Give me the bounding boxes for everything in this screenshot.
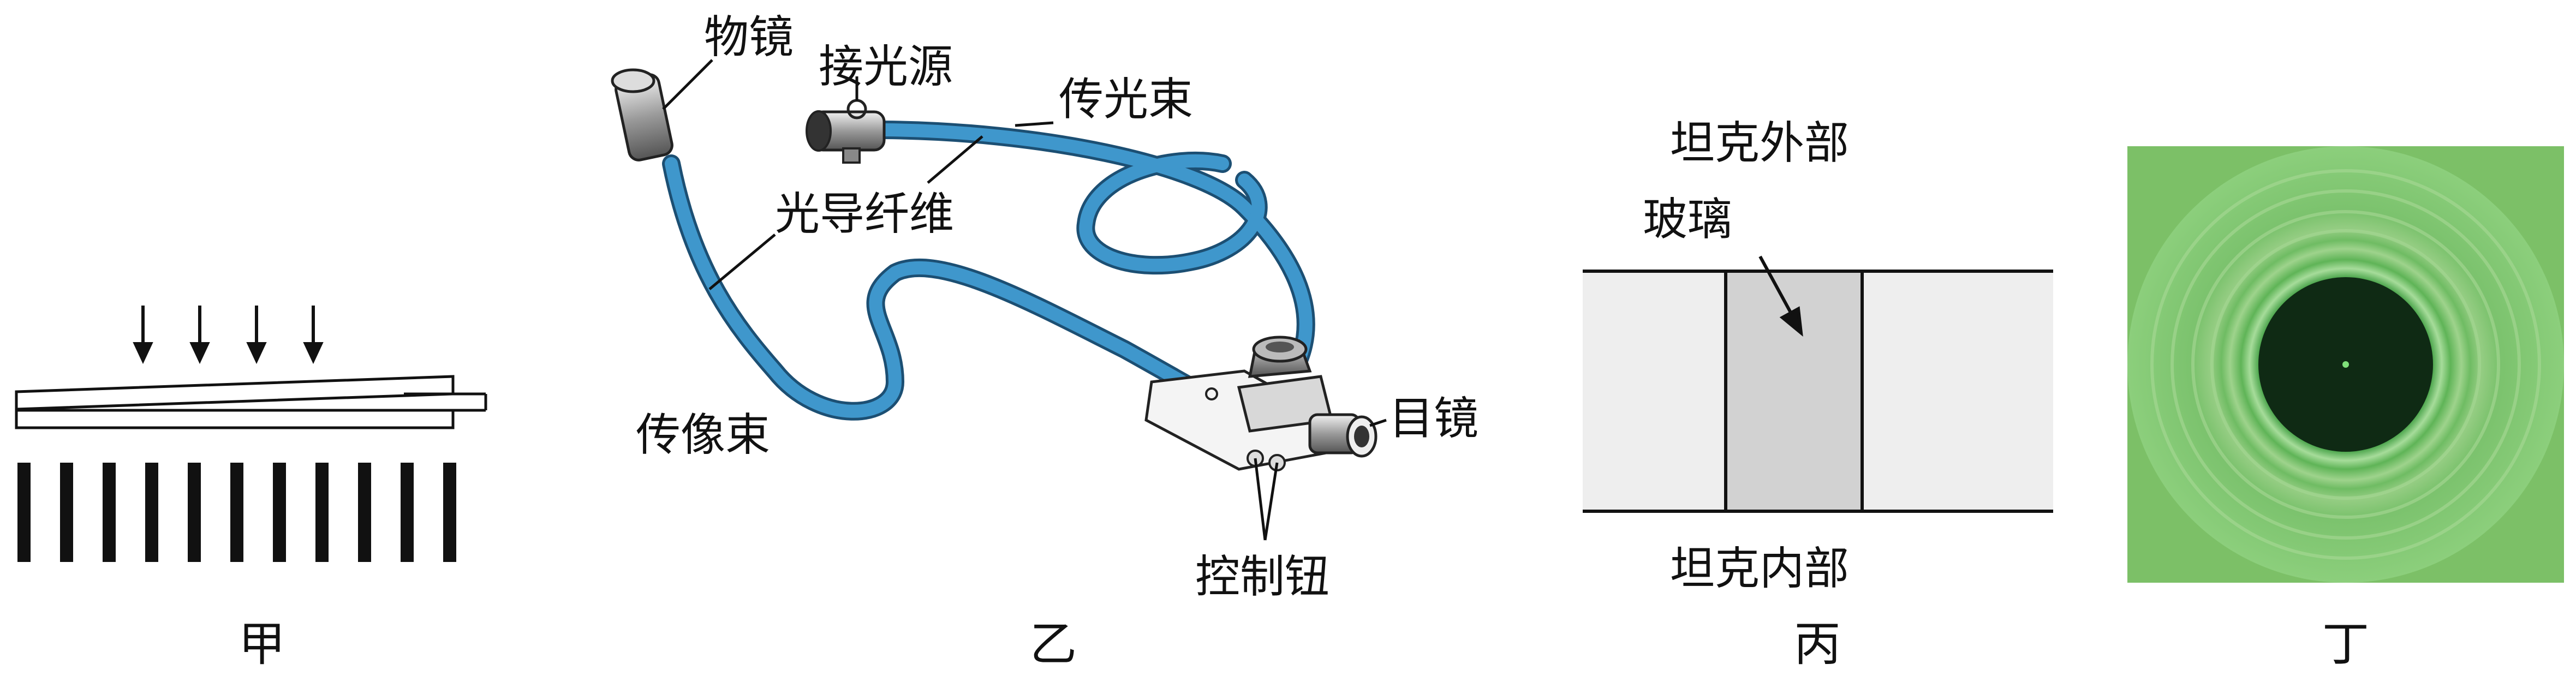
label-control-knob: 控制钮: [1195, 551, 1329, 603]
label-fiber: 光导纤维: [775, 188, 954, 240]
label-objective: 物镜: [704, 11, 794, 63]
leader-lines: [662, 59, 1387, 541]
panel-jia: 甲: [15, 306, 487, 672]
glass-block: [1724, 270, 1864, 513]
incident-arrows: [133, 306, 324, 364]
glass-pointer-arrow: [1758, 255, 1803, 337]
caption-yi: 乙: [1030, 617, 1077, 672]
label-image-bundle: 传像束: [636, 409, 770, 461]
panel-ding: 丁: [2127, 146, 2564, 672]
caption-bing: 丙: [1794, 617, 1841, 672]
center-bright-spot: [2342, 361, 2349, 368]
outer-faint-rings: [2150, 169, 2541, 560]
tank-wall-left: [1583, 271, 1726, 511]
label-light-source: 接光源: [819, 41, 953, 93]
label-tank-inside: 坦克内部: [1670, 543, 1849, 595]
label-light-bundle: 传光束: [1059, 74, 1193, 125]
label-eyepiece: 目镜: [1389, 393, 1478, 445]
objective-lens-icon: [611, 68, 673, 161]
eyepiece-body-icon: [1144, 336, 1378, 471]
label-glass: 玻璃: [1643, 194, 1732, 246]
caption-ding: 丁: [2322, 617, 2369, 672]
light-source-connector-icon: [806, 99, 886, 164]
caption-jia: 甲: [238, 617, 285, 672]
wedge-glass-plates: [15, 375, 487, 429]
tank-wall-right: [1862, 271, 2053, 511]
label-tank-outside: 坦克外部: [1670, 117, 1849, 169]
fiber-cable-core: [665, 123, 1313, 418]
interference-fringes: [17, 463, 456, 562]
panel-yi: 物镜 接光源 传光束 光导纤维 传像束 目镜 控制钮 乙: [611, 11, 1478, 672]
panel-bing: 坦克外部 玻璃 坦克内部 丙: [1583, 117, 2053, 672]
